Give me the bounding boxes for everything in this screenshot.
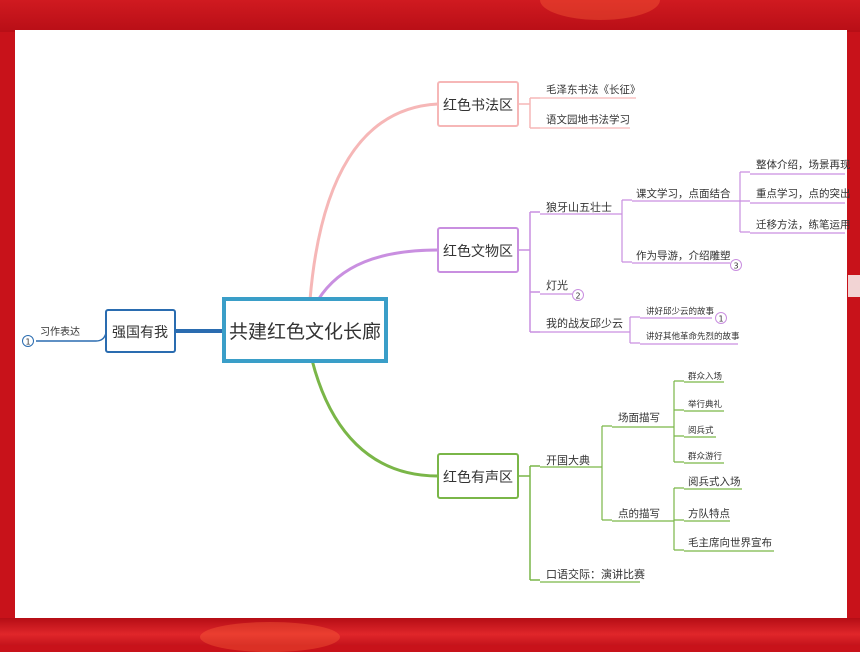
footer-background <box>0 618 860 645</box>
connector-founding <box>588 425 612 521</box>
node-relics-area[interactable]: 红色文物区 <box>437 227 519 273</box>
node-other-martyrs[interactable]: 讲好其他革命先烈的故事 <box>646 331 740 342</box>
node-crowd-march[interactable]: 群众游行 <box>688 451 723 462</box>
connector-scene <box>673 380 684 463</box>
collapse-badge-lamp[interactable]: 2 <box>572 289 584 301</box>
node-crowd-entry[interactable]: 群众入场 <box>688 371 722 382</box>
decor-light <box>540 0 660 20</box>
node-writing[interactable]: 习作表达 <box>40 325 80 338</box>
node-hold-ceremony[interactable]: 举行典礼 <box>688 399 723 410</box>
node-key-study[interactable]: 重点学习，点的突出 <box>756 187 851 200</box>
node-chinese-garden[interactable]: 语文园地书法学习 <box>546 113 630 126</box>
node-text-study[interactable]: 课文学习，点面结合 <box>636 187 731 200</box>
connector-relics <box>316 248 439 301</box>
node-parade-entry[interactable]: 阅兵式入场 <box>688 475 741 488</box>
badge-count: 1 <box>25 338 30 347</box>
connector-qiu <box>616 316 640 344</box>
node-langya-mountain[interactable]: 狼牙山五壮士 <box>546 200 612 214</box>
collapse-badge-writing[interactable]: 1 <box>22 335 34 347</box>
connector-audio-items <box>518 465 540 581</box>
node-overall-intro[interactable]: 整体介绍，场景再现 <box>756 158 851 171</box>
collapse-badge-qiu-story[interactable]: 1 <box>715 312 727 324</box>
connector-audio <box>310 359 439 478</box>
connector-langya <box>606 199 632 263</box>
node-calligraphy-area[interactable]: 红色书法区 <box>437 81 519 127</box>
underline-founding <box>612 426 674 522</box>
node-scene-description[interactable]: 场面描写 <box>618 411 660 424</box>
badge-count: 1 <box>718 315 723 324</box>
connector-text-study <box>726 171 750 233</box>
connector-relics-items <box>518 211 540 333</box>
node-qiu-story[interactable]: 讲好邱少云的故事 <box>646 306 715 317</box>
node-audio-area[interactable]: 红色有声区 <box>437 453 519 499</box>
underline-langya <box>632 200 730 264</box>
underline-qiu <box>640 317 738 345</box>
underline-calligraphy <box>540 97 636 129</box>
collapse-badge-tour-guide[interactable]: 3 <box>730 259 742 271</box>
underline-scene <box>684 381 724 464</box>
edge-marker <box>848 275 860 297</box>
underline-text-study <box>750 173 845 234</box>
node-mao-calligraphy[interactable]: 毛泽东书法《长征》 <box>546 83 641 96</box>
connector-calligraphy-items <box>518 97 540 129</box>
node-speech-contest[interactable]: 口语交际：演讲比赛 <box>546 567 645 581</box>
node-squad-features[interactable]: 方队特点 <box>688 507 730 520</box>
underline-audio <box>540 466 640 583</box>
central-node[interactable]: 共建红色文化长廊 <box>222 297 388 363</box>
node-strong-country-label: 强国有我 <box>112 325 168 341</box>
audio-area-label: 红色有声区 <box>443 469 513 486</box>
node-qiu-shaoyun[interactable]: 我的战友邱少云 <box>546 316 623 330</box>
underline-relics <box>540 213 616 333</box>
underline-point <box>684 488 774 552</box>
node-mao-announces[interactable]: 毛主席向世界宣布 <box>688 536 772 549</box>
node-transfer-method[interactable]: 迁移方法，练笔运用 <box>756 218 851 231</box>
connector-point <box>673 487 684 551</box>
calligraphy-area-label: 红色书法区 <box>443 97 513 114</box>
relics-area-label: 红色文物区 <box>443 243 513 260</box>
node-tour-guide[interactable]: 作为导游，介绍雕塑 <box>636 249 731 262</box>
node-point-description[interactable]: 点的描写 <box>618 507 660 520</box>
central-topic: 共建红色文化长廊 <box>229 321 381 343</box>
badge-count: 2 <box>575 292 580 301</box>
node-strong-country[interactable]: 强国有我 <box>105 309 176 353</box>
header-background <box>0 0 860 32</box>
node-military-parade[interactable]: 阅兵式 <box>688 425 714 436</box>
node-lamp-light[interactable]: 灯光 <box>546 278 568 292</box>
connector-calligraphy <box>308 102 439 301</box>
badge-count: 3 <box>733 262 738 271</box>
node-founding-ceremony[interactable]: 开国大典 <box>546 453 590 467</box>
